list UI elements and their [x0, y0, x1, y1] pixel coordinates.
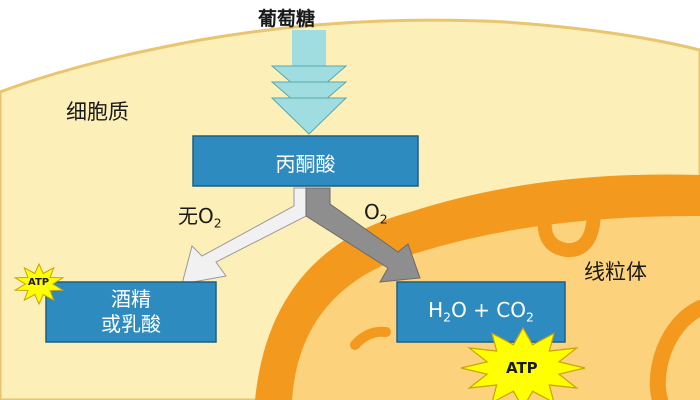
co2-subscript: 2	[525, 309, 534, 325]
no-oxygen-subscript: 2	[213, 215, 222, 231]
atp-burst-large	[460, 326, 586, 400]
glucose-label: 葡萄糖	[258, 8, 316, 30]
water-co2-label: H2O + CO2	[397, 298, 565, 324]
o-co-text: O + CO	[451, 298, 526, 322]
atp-small-label: ATP	[28, 277, 50, 288]
mitochondria-label: 线粒体	[584, 260, 647, 284]
no-oxygen-text: 无O	[178, 204, 214, 228]
alcohol-text: 酒精	[111, 287, 151, 311]
alcohol-lactate-box	[45, 281, 217, 343]
atp-large-label: ATP	[506, 359, 538, 377]
glucose-arrow	[270, 30, 348, 135]
cytoplasm-label: 细胞质	[66, 100, 129, 124]
water-co2-box	[396, 281, 566, 343]
atp-burst-small	[13, 262, 65, 306]
no-oxygen-label: 无O2	[178, 200, 222, 230]
oxygen-label: O2	[364, 200, 388, 226]
aerobic-arrow	[305, 187, 421, 283]
oxygen-subscript: 2	[379, 211, 388, 227]
pyruvate-box	[192, 135, 419, 187]
alcohol-lactate-label: 酒精 或乳酸	[46, 287, 216, 337]
lactate-text: 或乳酸	[101, 312, 161, 336]
water-h-text: H	[428, 298, 444, 322]
pyruvate-label: 丙酮酸	[275, 152, 336, 176]
water-subscript: 2	[443, 309, 452, 325]
oxygen-text: O	[364, 200, 380, 224]
